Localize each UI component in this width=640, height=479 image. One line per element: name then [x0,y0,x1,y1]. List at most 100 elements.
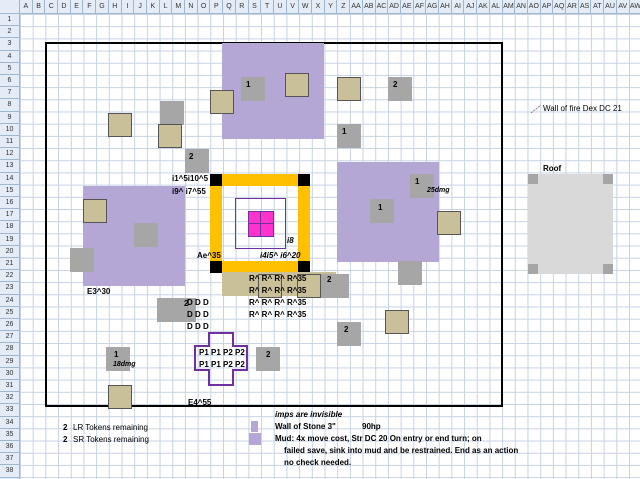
column-header-d[interactable]: D [58,0,71,14]
obstacle-token[interactable] [158,124,182,148]
column-header-w[interactable]: W [299,0,313,14]
row-header-33[interactable]: 33 [0,404,19,417]
column-header-ao[interactable]: AO [528,0,541,14]
row-header-8[interactable]: 8 [0,99,19,112]
column-header-s[interactable]: S [249,0,262,14]
column-header-au[interactable]: AU [604,0,617,14]
row-header-11[interactable]: 11 [0,136,19,149]
row-header-9[interactable]: 9 [0,112,19,124]
column-header-aa[interactable]: AA [350,0,363,14]
enemy-token[interactable] [337,322,361,346]
row-header-30[interactable]: 30 [0,368,19,380]
obstacle-token[interactable] [285,73,309,97]
column-header-r[interactable]: R [236,0,249,14]
column-header-i[interactable]: I [122,0,135,14]
column-header-o[interactable]: O [198,0,211,14]
row-header-18[interactable]: 18 [0,221,19,234]
column-header-ah[interactable]: AH [439,0,452,14]
enemy-token[interactable] [172,298,196,322]
obstacle-token[interactable] [108,113,132,137]
column-header-ad[interactable]: AD [388,0,401,14]
row-header-7[interactable]: 7 [0,87,19,100]
row-header-14[interactable]: 14 [0,173,19,185]
column-header-aj[interactable]: AJ [465,0,478,14]
select-all-corner[interactable] [0,0,20,14]
column-header-ak[interactable]: AK [477,0,490,14]
column-header-ai[interactable]: AI [452,0,465,14]
column-header-ar[interactable]: AR [566,0,579,14]
column-header-b[interactable]: B [33,0,46,14]
enemy-token[interactable] [106,347,130,371]
column-header-m[interactable]: M [172,0,186,14]
row-header-12[interactable]: 12 [0,148,19,161]
enemy-token[interactable] [134,223,158,247]
column-header-j[interactable]: J [134,0,147,14]
row-header-38[interactable]: 38 [0,465,19,478]
enemy-token[interactable] [388,77,412,101]
column-header-c[interactable]: C [45,0,59,14]
enemy-token[interactable] [325,274,349,298]
enemy-token[interactable] [337,124,361,148]
row-header-21[interactable]: 21 [0,258,19,271]
row-header-36[interactable]: 36 [0,441,19,454]
row-header-31[interactable]: 31 [0,380,19,393]
obstacle-token[interactable] [385,310,409,334]
row-header-17[interactable]: 17 [0,209,19,222]
obstacle-token[interactable] [210,90,234,114]
enemy-token[interactable] [410,174,434,198]
row-header-1[interactable]: 1 [0,14,19,27]
row-header-15[interactable]: 15 [0,185,19,197]
column-header-a[interactable]: A [20,0,33,14]
row-header-26[interactable]: 26 [0,319,19,332]
column-header-f[interactable]: F [84,0,97,14]
column-header-q[interactable]: Q [223,0,236,14]
row-header-35[interactable]: 35 [0,429,19,441]
row-header-2[interactable]: 2 [0,26,19,39]
row-header-22[interactable]: 22 [0,270,19,283]
row-header-25[interactable]: 25 [0,307,19,319]
obstacle-token[interactable] [83,199,107,223]
column-header-al[interactable]: AL [490,0,503,14]
column-header-n[interactable]: N [185,0,198,14]
column-header-ae[interactable]: AE [401,0,414,14]
column-header-g[interactable]: G [96,0,109,14]
row-header-19[interactable]: 19 [0,234,19,246]
row-header-20[interactable]: 20 [0,246,19,258]
column-header-h[interactable]: H [109,0,122,14]
row-header-29[interactable]: 29 [0,356,19,368]
row-header-6[interactable]: 6 [0,75,19,88]
enemy-token[interactable] [398,261,422,285]
enemy-token[interactable] [241,77,265,101]
column-header-l[interactable]: L [160,0,173,14]
row-header-5[interactable]: 5 [0,63,19,75]
column-header-ag[interactable]: AG [426,0,440,14]
column-header-z[interactable]: Z [338,0,351,14]
column-header-ac[interactable]: AC [376,0,389,14]
column-header-x[interactable]: X [312,0,325,14]
column-header-p[interactable]: P [211,0,224,14]
row-header-24[interactable]: 24 [0,295,19,307]
row-header-13[interactable]: 13 [0,160,19,173]
obstacle-token[interactable] [297,274,321,298]
column-header-t[interactable]: T [261,0,274,14]
column-header-u[interactable]: U [274,0,287,14]
column-header-as[interactable]: AS [579,0,592,14]
column-header-ab[interactable]: AB [363,0,376,14]
row-header-34[interactable]: 34 [0,417,19,429]
row-header-23[interactable]: 23 [0,282,19,295]
column-header-aq[interactable]: AQ [553,0,567,14]
row-header-37[interactable]: 37 [0,453,19,466]
row-header-27[interactable]: 27 [0,331,19,344]
column-header-k[interactable]: K [147,0,160,14]
column-header-y[interactable]: Y [325,0,338,14]
column-header-af[interactable]: AF [414,0,427,14]
row-header-16[interactable]: 16 [0,197,19,210]
enemy-token[interactable] [70,248,94,272]
row-header-32[interactable]: 32 [0,392,19,405]
column-header-av[interactable]: AV [617,0,630,14]
enemy-token[interactable] [185,149,209,173]
obstacle-token[interactable] [258,274,282,298]
obstacle-token[interactable] [108,385,132,409]
enemy-token[interactable] [256,347,280,371]
